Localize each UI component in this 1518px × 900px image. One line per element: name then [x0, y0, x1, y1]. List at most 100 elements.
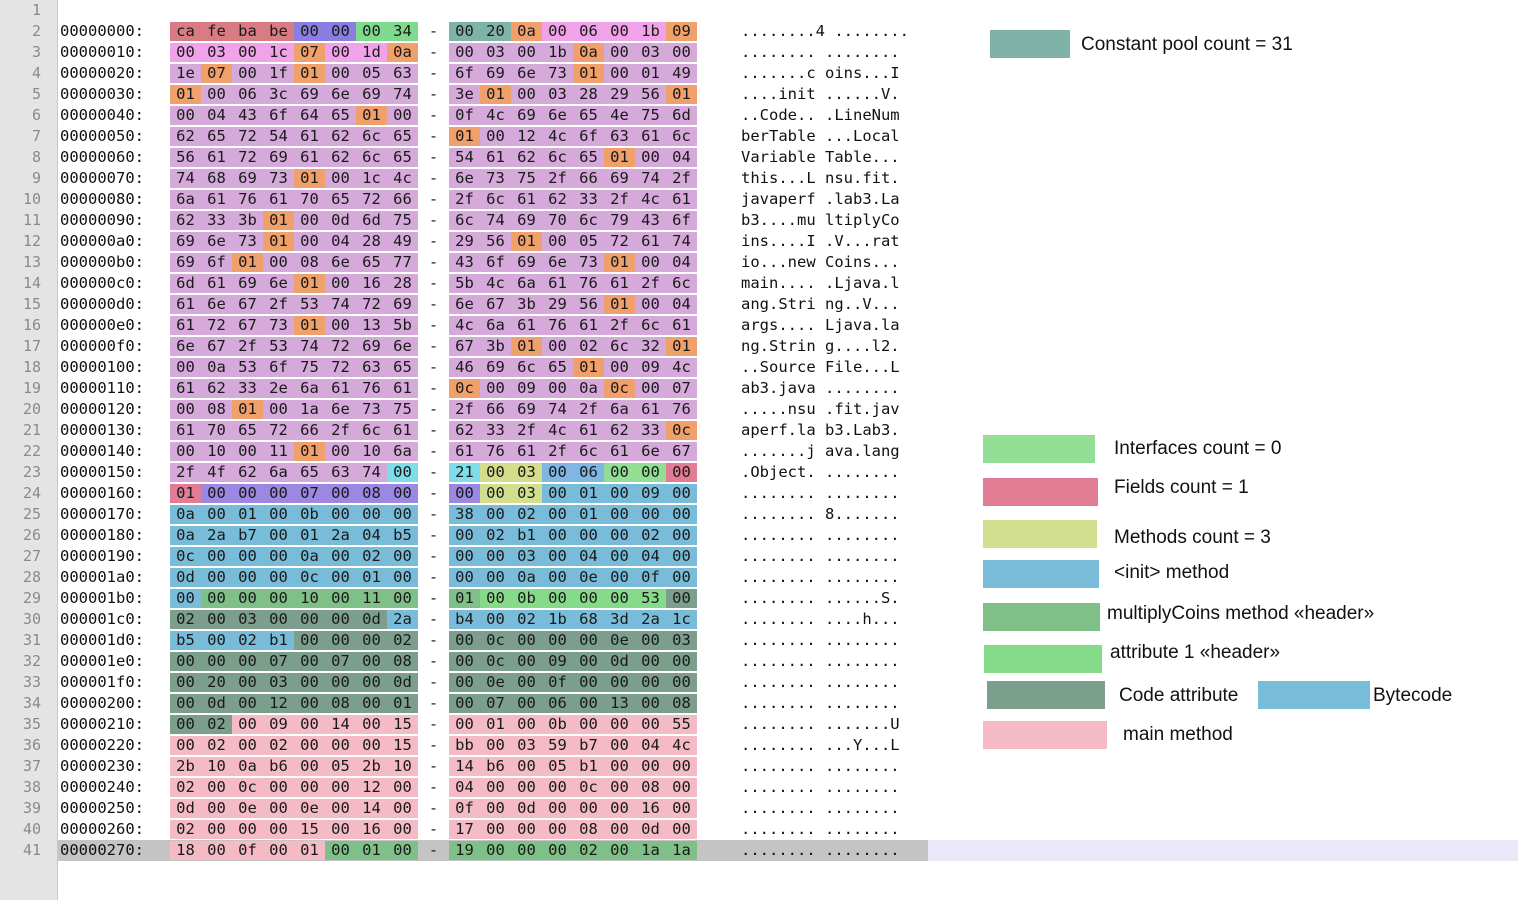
hex-byte[interactable]: 08	[635, 778, 666, 797]
hex-byte[interactable]: 4c	[635, 190, 666, 209]
hex-byte[interactable]: 00	[294, 652, 325, 671]
hex-byte[interactable]: 02	[387, 631, 418, 650]
hex-byte[interactable]: 61	[325, 379, 356, 398]
hex-separator[interactable]: -	[418, 673, 449, 692]
hex-byte[interactable]: 00	[666, 463, 697, 482]
hex-byte[interactable]: 00	[542, 820, 573, 839]
hex-byte[interactable]: 75	[387, 400, 418, 419]
hex-byte[interactable]: 6e	[263, 274, 294, 293]
hex-byte[interactable]: 00	[232, 673, 263, 692]
hex-byte[interactable]: 2a	[635, 610, 666, 629]
hex-byte[interactable]: 00	[263, 505, 294, 524]
hex-byte[interactable]: 00	[325, 673, 356, 692]
hex-byte[interactable]: 3b	[480, 337, 511, 356]
hex-byte[interactable]: 01	[232, 505, 263, 524]
hex-byte[interactable]: 62	[201, 379, 232, 398]
hex-byte[interactable]: 72	[232, 127, 263, 146]
hex-byte[interactable]: 00	[325, 799, 356, 818]
hex-byte[interactable]: 00	[542, 547, 573, 566]
hex-byte[interactable]: 61	[480, 148, 511, 167]
hex-byte[interactable]: 28	[573, 85, 604, 104]
hex-byte[interactable]: 69	[170, 232, 201, 251]
hex-byte[interactable]: 00	[294, 673, 325, 692]
hex-byte[interactable]: 00	[294, 211, 325, 230]
hex-byte[interactable]: 04	[666, 295, 697, 314]
hex-byte[interactable]: 0c	[232, 778, 263, 797]
hex-byte[interactable]: 00	[511, 673, 542, 692]
hex-byte[interactable]: 00	[604, 715, 635, 734]
hex-byte[interactable]: 00	[511, 841, 542, 860]
hex-byte[interactable]: 61	[635, 400, 666, 419]
hex-byte[interactable]: 00	[604, 736, 635, 755]
hex-byte[interactable]: 2f	[232, 337, 263, 356]
hex-byte[interactable]: 4c	[542, 421, 573, 440]
hex-byte[interactable]: be	[263, 22, 294, 41]
hex-byte[interactable]: 66	[480, 400, 511, 419]
hex-byte[interactable]: 61	[666, 316, 697, 335]
hex-byte[interactable]: 00	[170, 442, 201, 461]
hex-byte[interactable]: 6c	[356, 127, 387, 146]
hex-byte[interactable]: 13	[604, 694, 635, 713]
hex-byte[interactable]: 62	[232, 463, 263, 482]
hex-byte[interactable]: 00	[449, 673, 480, 692]
hex-byte[interactable]: 00	[263, 253, 294, 272]
hex-byte[interactable]: 00	[604, 463, 635, 482]
hex-byte[interactable]: 74	[666, 232, 697, 251]
hex-byte[interactable]: 72	[356, 190, 387, 209]
hex-byte[interactable]: 19	[449, 841, 480, 860]
hex-byte[interactable]: 00	[170, 715, 201, 734]
hex-byte[interactable]: 65	[573, 148, 604, 167]
hex-byte[interactable]: 4c	[480, 106, 511, 125]
hex-byte[interactable]: 00	[263, 820, 294, 839]
hex-byte[interactable]: 01	[511, 337, 542, 356]
hex-byte[interactable]: 02	[201, 715, 232, 734]
hex-byte[interactable]: 0d	[325, 211, 356, 230]
hex-byte[interactable]: 34	[387, 22, 418, 41]
hex-byte[interactable]: 00	[325, 484, 356, 503]
hex-byte[interactable]: 00	[201, 505, 232, 524]
hex-byte[interactable]: 6f	[449, 64, 480, 83]
hex-byte[interactable]: 02	[356, 547, 387, 566]
hex-byte[interactable]: 61	[170, 295, 201, 314]
hex-byte[interactable]: 00	[666, 526, 697, 545]
hex-byte[interactable]: 03	[666, 631, 697, 650]
hex-byte[interactable]: 2f	[325, 421, 356, 440]
hex-byte[interactable]: 00	[604, 22, 635, 41]
hex-byte[interactable]: 00	[666, 778, 697, 797]
hex-byte[interactable]: 61	[511, 316, 542, 335]
hex-byte[interactable]: 00	[542, 232, 573, 251]
hex-byte[interactable]: 6e	[449, 169, 480, 188]
hex-byte[interactable]: 69	[356, 85, 387, 104]
hex-byte[interactable]: 00	[294, 232, 325, 251]
hex-byte[interactable]: 00	[511, 85, 542, 104]
hex-byte[interactable]: 03	[201, 43, 232, 62]
hex-byte[interactable]: 00	[635, 505, 666, 524]
hex-byte[interactable]: 21	[449, 463, 480, 482]
hex-byte[interactable]: 6f	[480, 253, 511, 272]
hex-byte[interactable]: 6e	[449, 295, 480, 314]
hex-byte[interactable]: 00	[604, 64, 635, 83]
hex-byte[interactable]: 00	[480, 610, 511, 629]
hex-byte[interactable]: 0e	[573, 568, 604, 587]
hex-separator[interactable]: -	[418, 484, 449, 503]
hex-byte[interactable]: 00	[387, 799, 418, 818]
hex-byte[interactable]: 6d	[356, 211, 387, 230]
hex-byte[interactable]: 3d	[604, 610, 635, 629]
hex-byte[interactable]: 6a	[170, 190, 201, 209]
hex-byte[interactable]: 00	[356, 715, 387, 734]
hex-byte[interactable]: 07	[294, 43, 325, 62]
hex-byte[interactable]: 00	[294, 694, 325, 713]
hex-byte[interactable]: 4c	[666, 358, 697, 377]
hex-byte[interactable]: 03	[542, 85, 573, 104]
hex-byte[interactable]: 62	[325, 127, 356, 146]
hex-byte[interactable]: 01	[263, 232, 294, 251]
